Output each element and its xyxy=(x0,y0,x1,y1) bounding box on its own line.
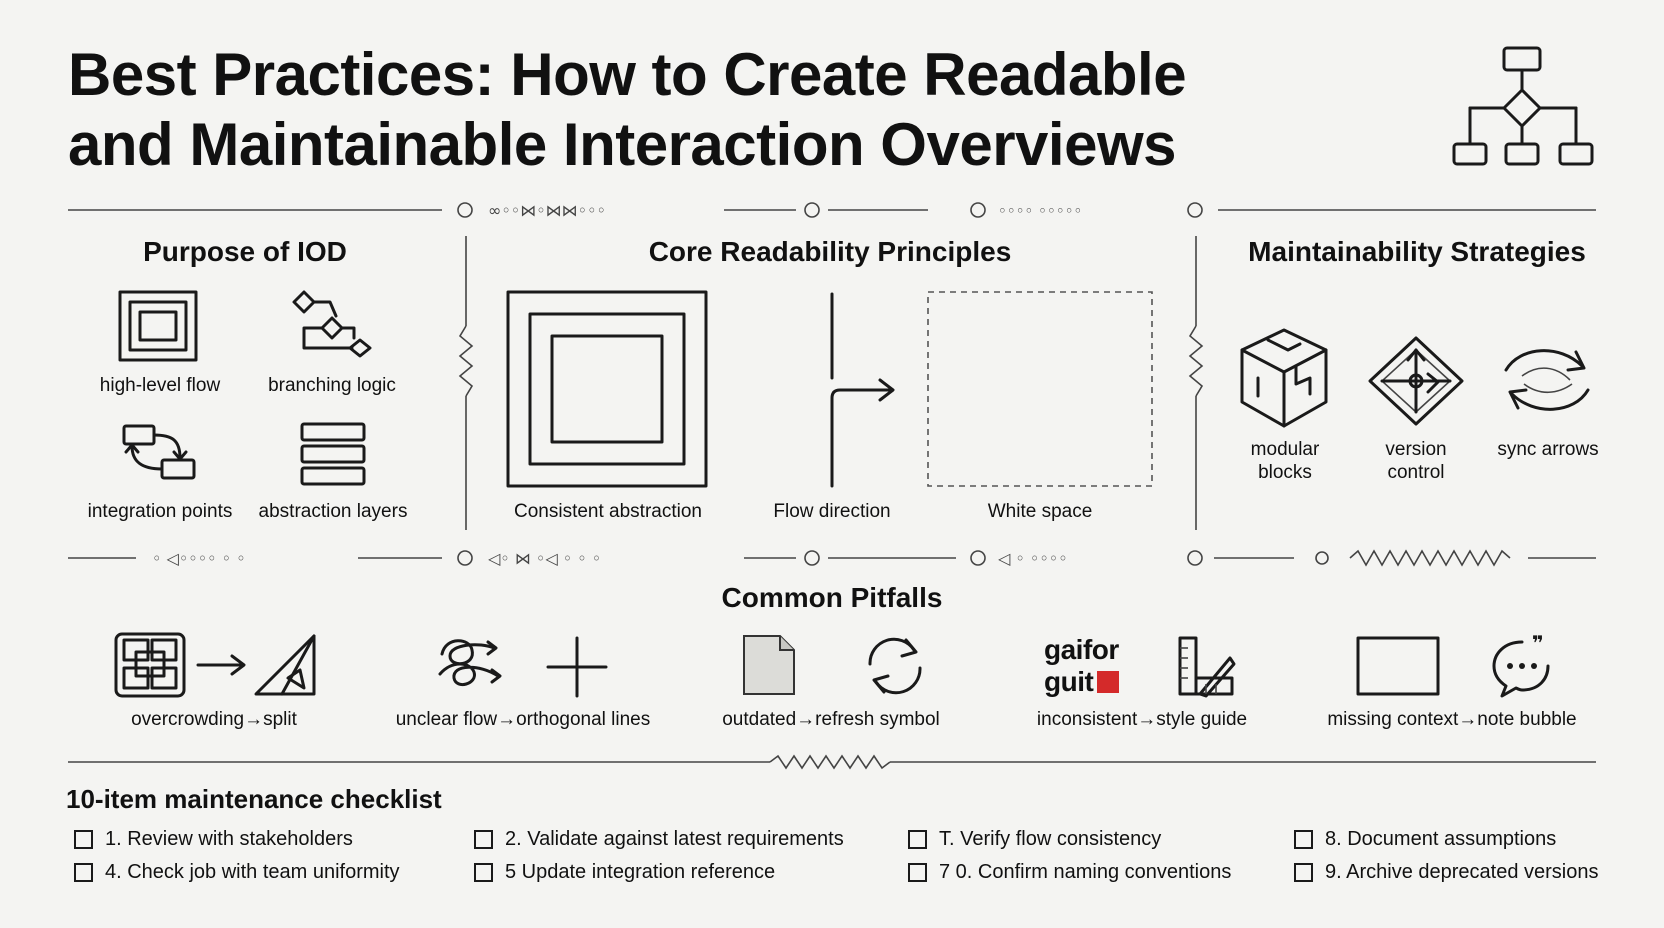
overcrowding-icon xyxy=(114,632,186,698)
inconsistent-text-line-2: guit xyxy=(1044,666,1154,698)
white-space-illustration xyxy=(927,291,1153,487)
divider-top: ∞◦◦⋈◦⋈⋈◦◦◦ ◦◦◦◦ ◦◦◦◦◦ xyxy=(68,201,1596,220)
sync-line-1: sync arrows xyxy=(1497,439,1599,460)
title-line-1: Best Practices: How to Create Readable xyxy=(68,41,1187,108)
branching-icon xyxy=(292,290,372,358)
purpose-label-high-level-flow: high-level flow xyxy=(99,375,221,396)
svg-text:◦ ◁◦◦◦◦ ◦ ◦: ◦ ◁◦◦◦◦ ◦ ◦ xyxy=(152,549,246,568)
maintainability-label-version-control: version control xyxy=(1360,438,1472,484)
split-icon xyxy=(254,634,316,696)
page-title: Best Practices: How to Create Readable a… xyxy=(68,40,1368,180)
pitfall-label-missing-context: missing context→note bubble xyxy=(1327,709,1577,730)
checklist-item-5[interactable]: 4. Check job with team uniformity xyxy=(74,861,400,884)
pitfalls-heading: Common Pitfalls xyxy=(721,582,943,613)
checklist-item-6[interactable]: 5 Update integration reference xyxy=(474,861,775,884)
readability-heading: Core Readability Principles xyxy=(648,236,1012,267)
checkbox[interactable] xyxy=(74,830,93,849)
modular-line-2: blocks xyxy=(1258,462,1312,483)
checkbox[interactable] xyxy=(474,863,493,882)
modular-line-1: modular xyxy=(1250,439,1320,460)
checkbox[interactable] xyxy=(1294,863,1313,882)
flowchart-icon xyxy=(1452,46,1594,166)
ruler-icon xyxy=(1178,636,1236,698)
flow-direction-illustration xyxy=(830,292,895,488)
purpose-label-integration-points: integration points xyxy=(87,501,233,522)
checklist-item-label: T. Verify flow consistency xyxy=(939,828,1162,850)
svg-text:◁◦ ⋈ ◦◁ ◦ ◦ ◦: ◁◦ ⋈ ◦◁ ◦ ◦ ◦ xyxy=(487,549,601,568)
separator-right xyxy=(1188,236,1204,530)
checkbox[interactable] xyxy=(908,830,927,849)
red-square-icon xyxy=(1097,671,1120,693)
note-frame-icon xyxy=(1356,636,1440,696)
divider-middle: ◦ ◁◦◦◦◦ ◦ ◦ ◁◦ ⋈ ◦◁ ◦ ◦ ◦ ◁ ◦ ◦◦◦◦ xyxy=(68,549,1596,568)
integration-icon xyxy=(122,424,196,480)
checkbox[interactable] xyxy=(908,863,927,882)
checklist-item-1[interactable]: 1. Review with stakeholders xyxy=(74,828,353,851)
checklist-item-label: 1. Review with stakeholders xyxy=(105,828,353,850)
svg-text:∞◦◦⋈◦⋈⋈◦◦◦: ∞◦◦⋈◦⋈⋈◦◦◦ xyxy=(488,201,606,220)
svg-text:◁ ◦ ◦◦◦◦: ◁ ◦ ◦◦◦◦ xyxy=(997,549,1068,568)
purpose-label-abstraction-layers: abstraction layers xyxy=(258,501,408,522)
checklist-item-4[interactable]: 8. Document assumptions xyxy=(1294,828,1556,851)
checklist-item-label: 5 Update integration reference xyxy=(505,861,776,883)
layers-icon xyxy=(300,422,366,486)
purpose-heading: Purpose of IOD xyxy=(143,236,347,267)
readability-label-flow-direction: Flow direction xyxy=(773,501,891,522)
checklist-item-3[interactable]: T. Verify flow consistency xyxy=(908,828,1161,851)
nested-frames-icon xyxy=(118,290,198,362)
pitfall-label-inconsistent: inconsistent→style guide xyxy=(1036,709,1248,730)
checkbox[interactable] xyxy=(1294,830,1313,849)
arrow-right-icon xyxy=(196,654,246,676)
maintainability-label-sync-arrows: sync arrows xyxy=(1488,438,1608,461)
checklist-heading: 10-item maintenance checklist xyxy=(66,784,442,814)
svg-text:❞: ❞ xyxy=(1532,631,1544,655)
version-control-icon xyxy=(1368,336,1464,426)
pitfall-label-unclear-flow: unclear flow→orthogonal lines xyxy=(395,709,651,730)
sync-arrows-icon xyxy=(1504,349,1590,411)
checklist-item-label: 4. Check job with team uniformity xyxy=(105,861,400,883)
version-line-2: control xyxy=(1387,462,1445,483)
orthogonal-cross-icon xyxy=(546,636,608,698)
pitfall-label-overcrowding: overcrowding→split xyxy=(131,709,297,730)
checkbox[interactable] xyxy=(74,863,93,882)
checklist-item-2[interactable]: 2. Validate against latest requirements xyxy=(474,828,844,851)
svg-text:◦◦◦◦ ◦◦◦◦◦: ◦◦◦◦ ◦◦◦◦◦ xyxy=(998,202,1082,220)
document-icon xyxy=(743,635,795,695)
inconsistent-text-line-1: gaifor xyxy=(1044,634,1119,665)
checklist-item-label: 2. Validate against latest requirements xyxy=(505,828,844,850)
refresh-icon xyxy=(868,637,922,695)
checkbox[interactable] xyxy=(474,830,493,849)
readability-label-white-space: White space xyxy=(987,501,1093,522)
purpose-label-branching-logic: branching logic xyxy=(268,375,396,396)
checklist-item-label: 7 0. Confirm naming conventions xyxy=(939,861,1232,883)
title-line-2: and Maintainable Interaction Overviews xyxy=(68,111,1177,178)
divider-bottom xyxy=(68,754,1596,770)
tangle-icon xyxy=(438,639,502,687)
checklist-item-8[interactable]: 9. Archive deprecated versions xyxy=(1294,861,1599,884)
readability-label-consistent-abstraction: Consistent abstraction xyxy=(514,501,702,522)
pitfall-label-outdated: outdated→refresh symbol xyxy=(722,709,940,730)
maintainability-heading: Maintainability Strategies xyxy=(1248,236,1586,267)
consistent-abstraction-illustration xyxy=(506,290,708,488)
speech-bubble-icon: ❞ xyxy=(1492,631,1550,698)
checklist-item-label: 9. Archive deprecated versions xyxy=(1325,861,1599,883)
inconsistent-text-icon: gaifor guit xyxy=(1044,634,1154,698)
version-line-1: version xyxy=(1385,439,1447,460)
separator-left xyxy=(458,236,474,530)
checklist-item-7[interactable]: 7 0. Confirm naming conventions xyxy=(908,861,1231,884)
maintainability-label-modular-blocks: modular blocks xyxy=(1230,438,1340,484)
checklist-item-label: 8. Document assumptions xyxy=(1325,828,1557,850)
modular-cube-icon xyxy=(1240,328,1328,428)
